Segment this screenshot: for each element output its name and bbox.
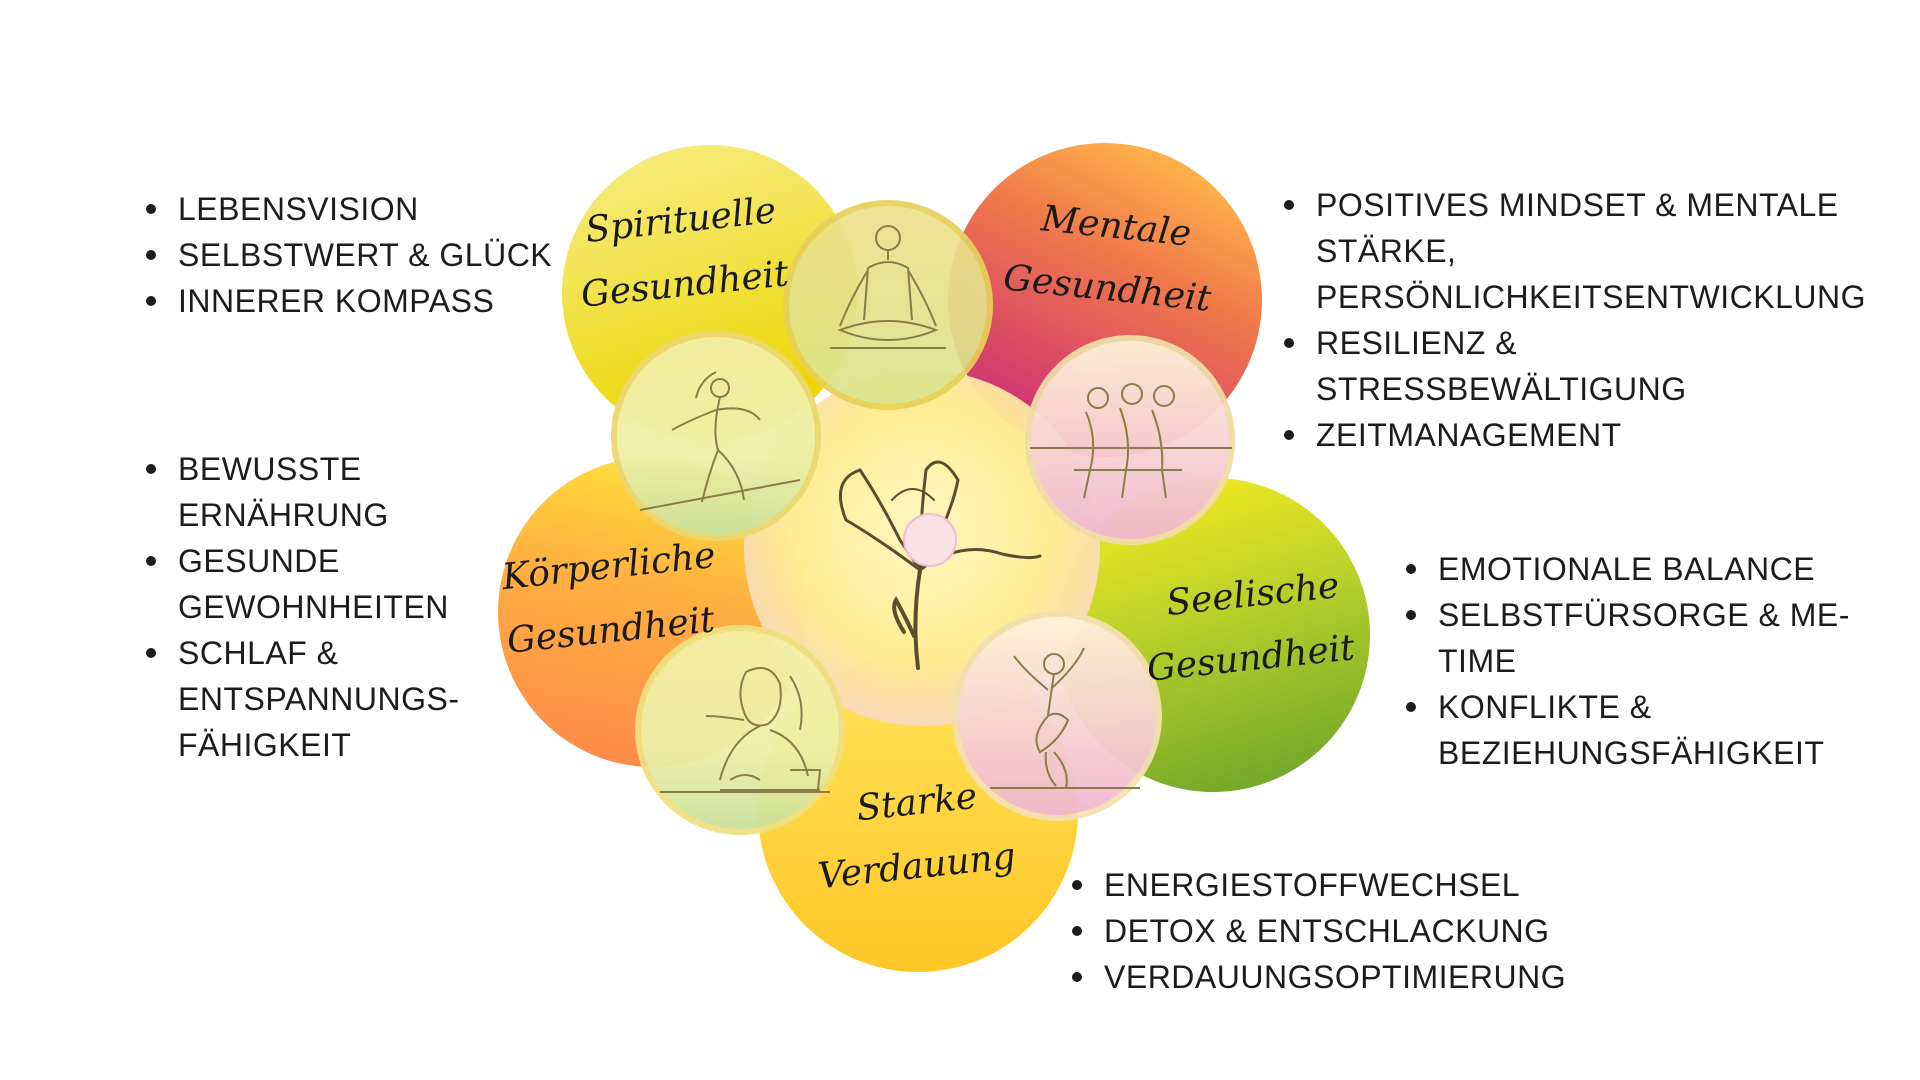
list-item: EMOTIONALE BALANCE bbox=[1402, 546, 1902, 592]
list-item-text: DETOX & ENTSCHLACKUNG bbox=[1104, 913, 1550, 949]
list-item: LEBENSVISION bbox=[142, 186, 562, 232]
list-item-text: VERDAUUNGSOPTIMIERUNG bbox=[1104, 959, 1567, 995]
joyful-dancer-icon bbox=[952, 611, 1162, 821]
list-item-text: BEWUSSTE ERNÄHRUNG bbox=[178, 451, 389, 533]
list-verdauung: ENERGIESTOFFWECHSEL DETOX & ENTSCHLACKUN… bbox=[1068, 862, 1588, 1000]
list-item-text: KONFLIKTE & BEZIEHUNGSFÄHIGKEIT bbox=[1438, 689, 1825, 771]
list-item-text: ENERGIESTOFFWECHSEL bbox=[1104, 867, 1521, 903]
list-item: SELBSTWERT & GLÜCK bbox=[142, 232, 562, 278]
meditation-figure-icon bbox=[783, 200, 993, 410]
list-item-text: INNERER KOMPASS bbox=[178, 283, 495, 319]
dancer-figure-icon bbox=[611, 331, 821, 541]
list-item-text: LEBENSVISION bbox=[178, 191, 419, 227]
list-item: SELBSTFÜRSORGE & ME-TIME bbox=[1402, 592, 1902, 684]
list-item: INNERER KOMPASS bbox=[142, 278, 562, 324]
list-item: DETOX & ENTSCHLACKUNG bbox=[1068, 908, 1588, 954]
eating-person-icon bbox=[635, 625, 845, 835]
list-item: POSITIVES MINDSET & MENTALE STÄRKE, PERS… bbox=[1280, 182, 1880, 320]
list-item: BEWUSSTE ERNÄHRUNG bbox=[142, 446, 482, 538]
list-item: VERDAUUNGSOPTIMIERUNG bbox=[1068, 954, 1588, 1000]
list-item: ENERGIESTOFFWECHSEL bbox=[1068, 862, 1588, 908]
list-spirituelle: LEBENSVISION SELBSTWERT & GLÜCK INNERER … bbox=[142, 186, 562, 324]
list-item-text: ZEITMANAGEMENT bbox=[1316, 417, 1622, 453]
list-item: KONFLIKTE & BEZIEHUNGSFÄHIGKEIT bbox=[1402, 684, 1902, 776]
list-koerperliche: BEWUSSTE ERNÄHRUNG GESUNDE GEWOHNHEITEN … bbox=[142, 446, 482, 768]
butterfly-flower-icon bbox=[838, 460, 1042, 670]
list-seelische: EMOTIONALE BALANCE SELBSTFÜRSORGE & ME-T… bbox=[1402, 546, 1902, 776]
list-item: SCHLAF & ENTSPANNUNGS- FÄHIGKEIT bbox=[142, 630, 482, 768]
list-item-text: SELBSTFÜRSORGE & ME-TIME bbox=[1438, 597, 1850, 679]
list-item: ZEITMANAGEMENT bbox=[1280, 412, 1880, 458]
friends-sitting-icon bbox=[1025, 335, 1235, 545]
list-item-text: RESILIENZ & STRESSBEWÄLTIGUNG bbox=[1316, 325, 1687, 407]
list-item-text: SCHLAF & ENTSPANNUNGS- FÄHIGKEIT bbox=[178, 635, 460, 763]
list-item: GESUNDE GEWOHNHEITEN bbox=[142, 538, 482, 630]
list-mentale: POSITIVES MINDSET & MENTALE STÄRKE, PERS… bbox=[1280, 182, 1880, 458]
list-item-text: GESUNDE GEWOHNHEITEN bbox=[178, 543, 449, 625]
list-item-text: POSITIVES MINDSET & MENTALE STÄRKE, PERS… bbox=[1316, 187, 1866, 315]
list-item: RESILIENZ & STRESSBEWÄLTIGUNG bbox=[1280, 320, 1880, 412]
list-item-text: SELBSTWERT & GLÜCK bbox=[178, 237, 553, 273]
list-item-text: EMOTIONALE BALANCE bbox=[1438, 551, 1816, 587]
